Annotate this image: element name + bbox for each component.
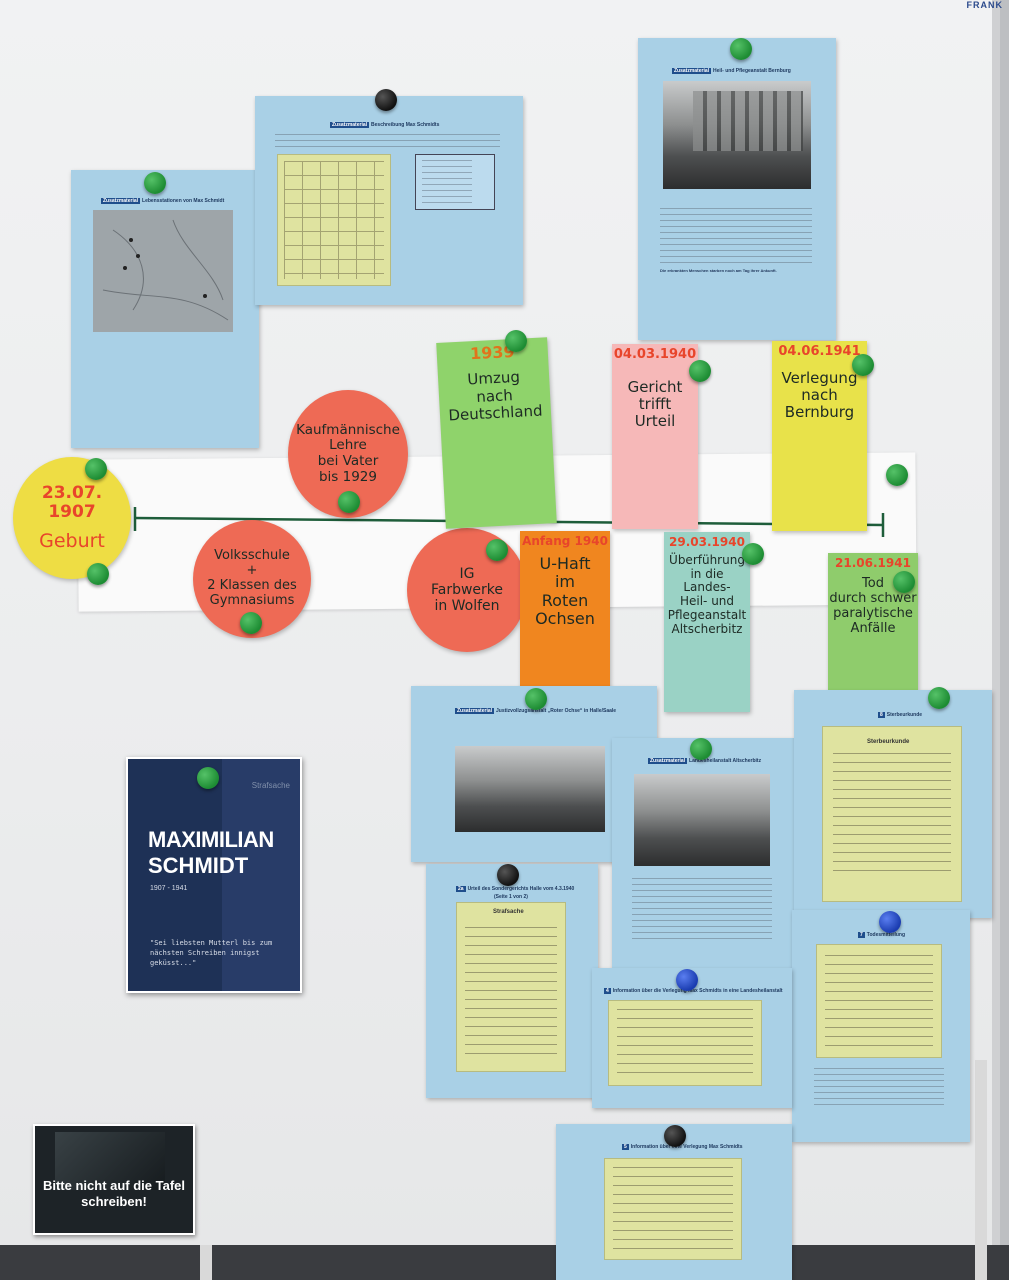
transfer1-date: 29.03.1940 [669, 535, 745, 549]
green-magnet [893, 571, 915, 593]
paragraph [632, 878, 772, 944]
paragraph [814, 1068, 944, 1108]
birth-circle: 23.07. 1907 Geburt [13, 457, 131, 579]
black-magnet [375, 89, 397, 111]
green-magnet [87, 563, 109, 585]
transfer1-note: 29.03.1940 Überführung in die Landes- He… [664, 532, 750, 712]
custody-note: Anfang 1940 U-Haft im Roten Ochsen [520, 531, 610, 689]
custody-date: Anfang 1940 [522, 534, 608, 548]
poster-quote: "Sei liebsten Mutterl bis zum nächsten S… [150, 939, 273, 967]
transfer2-label: Verlegung nach Bernburg [781, 368, 858, 422]
ig-farbwerke-circle: IG Farbwerke in Wolfen [407, 528, 527, 652]
map-image [93, 210, 233, 332]
court-date: 04.03.1940 [613, 347, 697, 362]
green-magnet [486, 539, 508, 561]
green-magnet [240, 612, 262, 634]
roter-ochse-photo [455, 746, 605, 832]
green-magnet [525, 688, 547, 710]
poster-years: 1907 - 1941 [150, 885, 188, 892]
school-label: Volksschule + 2 Klassen des Gymnasiums [207, 548, 297, 608]
move-date: 1939 [469, 341, 516, 364]
birth-label: Geburt [39, 529, 105, 552]
birth-date: 23.07. 1907 [41, 482, 103, 523]
verlegung-scan [604, 1158, 742, 1260]
blue-magnet [879, 911, 901, 933]
transfer2-date: 04.06.1941 [778, 344, 861, 359]
document-scan [277, 154, 391, 286]
black-magnet [497, 864, 519, 886]
green-magnet [505, 330, 527, 352]
green-magnet [730, 38, 752, 60]
green-magnet [690, 738, 712, 760]
sheet-subtitle: (Seite 1 von 2) [494, 894, 528, 900]
move-note: 1939 Umzug nach Deutschland [436, 337, 557, 529]
school-circle: Volksschule + 2 Klassen des Gymnasiums [193, 520, 311, 638]
green-magnet [144, 172, 166, 194]
board-leg [975, 1060, 987, 1280]
paragraph [275, 134, 500, 150]
sign-text: Bitte nicht auf die Tafel schreiben! [42, 1178, 186, 1209]
green-magnet [197, 767, 219, 789]
transfer1-label: Überführung in die Landes- Heil- und Pfl… [667, 552, 747, 636]
emphasis-text: Die erkrankten Menschen starben noch am … [660, 268, 777, 273]
info-box [415, 154, 495, 210]
transfer2-note: 04.06.1941 Verlegung nach Bernburg [772, 341, 867, 531]
blue-magnet [676, 969, 698, 991]
green-magnet [338, 491, 360, 513]
move-label: Umzug nach Deutschland [447, 368, 543, 425]
custody-label: U-Haft im Roten Ochsen [535, 553, 595, 628]
poster-name-first: MAXIMILIAN [148, 827, 274, 852]
memorial-poster: Strafsache MAXIMILIAN SCHMIDT 1907 - 194… [126, 757, 302, 993]
map-rivers [102, 219, 229, 321]
board-leg [200, 1245, 212, 1280]
bernburg-photo [663, 81, 811, 189]
ig-farbwerke-label: IG Farbwerke in Wolfen [430, 565, 504, 615]
floor [0, 1245, 1009, 1280]
green-magnet [852, 354, 874, 376]
green-magnet [689, 360, 711, 382]
death-date: 21.06.1941 [835, 556, 911, 570]
sterbeurkunde-scan: Sterbeurkunde [822, 726, 962, 902]
black-magnet [664, 1125, 686, 1147]
paragraph [660, 208, 812, 264]
death-label: Tod durch schwer paralytische Anfälle [829, 575, 917, 636]
poster-corner-text: Strafsache [251, 781, 290, 790]
poster-name-last: SCHMIDT [148, 853, 249, 878]
information-scan [608, 1000, 762, 1086]
court-note: 04.03.1940 Gericht trifft Urteil [612, 344, 698, 529]
do-not-write-sign: Bitte nicht auf die Tafel schreiben! [33, 1124, 195, 1235]
board-brand: FRANK [966, 0, 1003, 10]
court-label: Gericht trifft Urteil [627, 377, 683, 431]
green-magnet [886, 464, 908, 486]
sign-image [55, 1132, 165, 1190]
death-note: 21.06.1941 Tod durch schwer paralytische… [828, 553, 918, 690]
apprenticeship-circle: Kaufmännische Lehre bei Vater bis 1929 [288, 390, 408, 518]
green-magnet [742, 543, 764, 565]
apprenticeship-label: Kaufmännische Lehre bei Vater bis 1929 [296, 421, 400, 485]
todesmitteilung-scan [816, 944, 942, 1058]
green-magnet [85, 458, 107, 480]
urteil-scan: Strafsache [456, 902, 566, 1072]
altscherbitz-photo [634, 774, 770, 866]
green-magnet [928, 687, 950, 709]
